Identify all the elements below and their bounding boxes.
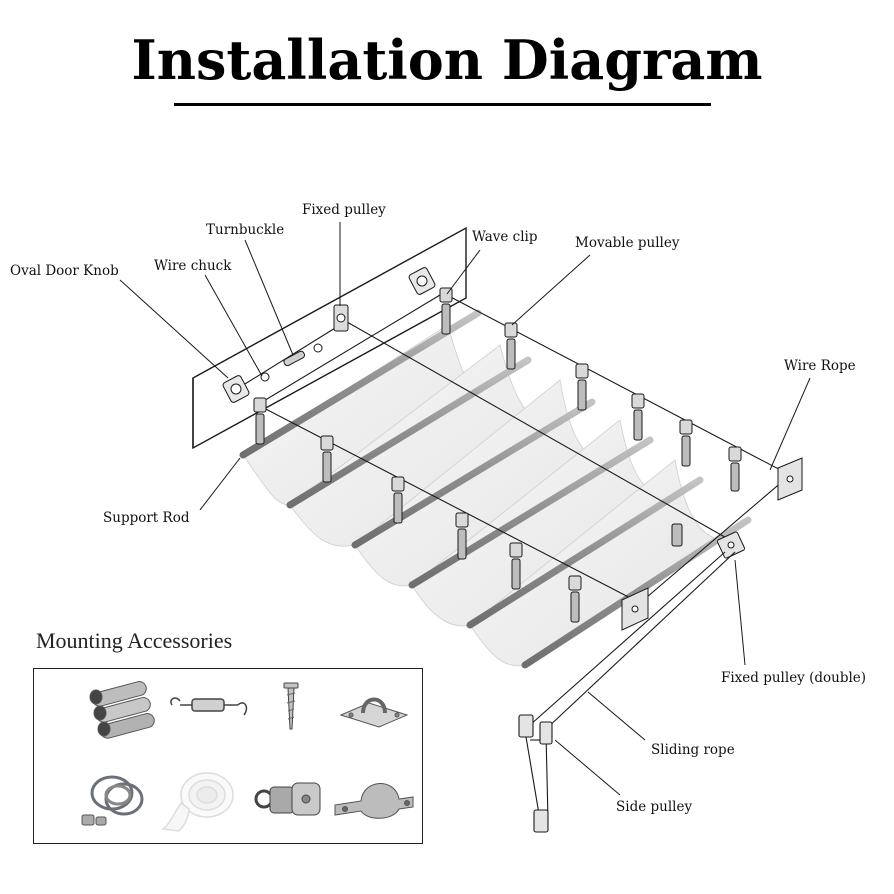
wall-hardware <box>222 267 436 403</box>
page-title: Installation Diagram <box>131 28 763 92</box>
canopy-fabric <box>242 324 721 667</box>
label-fixed-pulley: Fixed pulley <box>302 202 386 218</box>
end-plates <box>621 457 803 631</box>
label-fixed-pulley-double: Fixed pulley (double) <box>721 670 867 686</box>
pipe-clamp-icon <box>334 783 414 819</box>
wire-rope-coil-icon <box>81 775 144 826</box>
wire-ropes <box>231 291 791 604</box>
label-wire-chuck: Wire chuck <box>154 258 232 274</box>
screw-icon <box>283 682 299 730</box>
label-leaders <box>119 222 811 796</box>
accessories-panel <box>33 668 423 844</box>
label-oval-door-knob: Oval Door Knob <box>10 263 119 279</box>
label-support-rod: Support Rod <box>103 510 190 526</box>
turnbuckle-icon <box>170 697 248 716</box>
label-wave-clip: Wave clip <box>472 229 538 245</box>
steel-tubes-icon <box>89 681 155 739</box>
canopy-fabric-roll-icon <box>160 772 234 832</box>
label-turnbuckle: Turnbuckle <box>206 222 285 238</box>
label-sliding-rope: Sliding rope <box>651 742 735 758</box>
movable-pulleys <box>253 287 742 623</box>
accessories-title: Mounting Accessories <box>36 628 233 653</box>
pulley-clip-icon <box>254 782 321 816</box>
title-underline <box>174 103 711 106</box>
wall-board <box>192 226 467 450</box>
label-movable-pulley: Movable pulley <box>575 235 680 251</box>
label-side-pulley: Side pulley <box>616 799 693 815</box>
pad-eye-plate-icon <box>339 697 409 728</box>
label-wire-rope: Wire Rope <box>784 358 856 374</box>
sliding-rope-assembly <box>518 551 736 833</box>
